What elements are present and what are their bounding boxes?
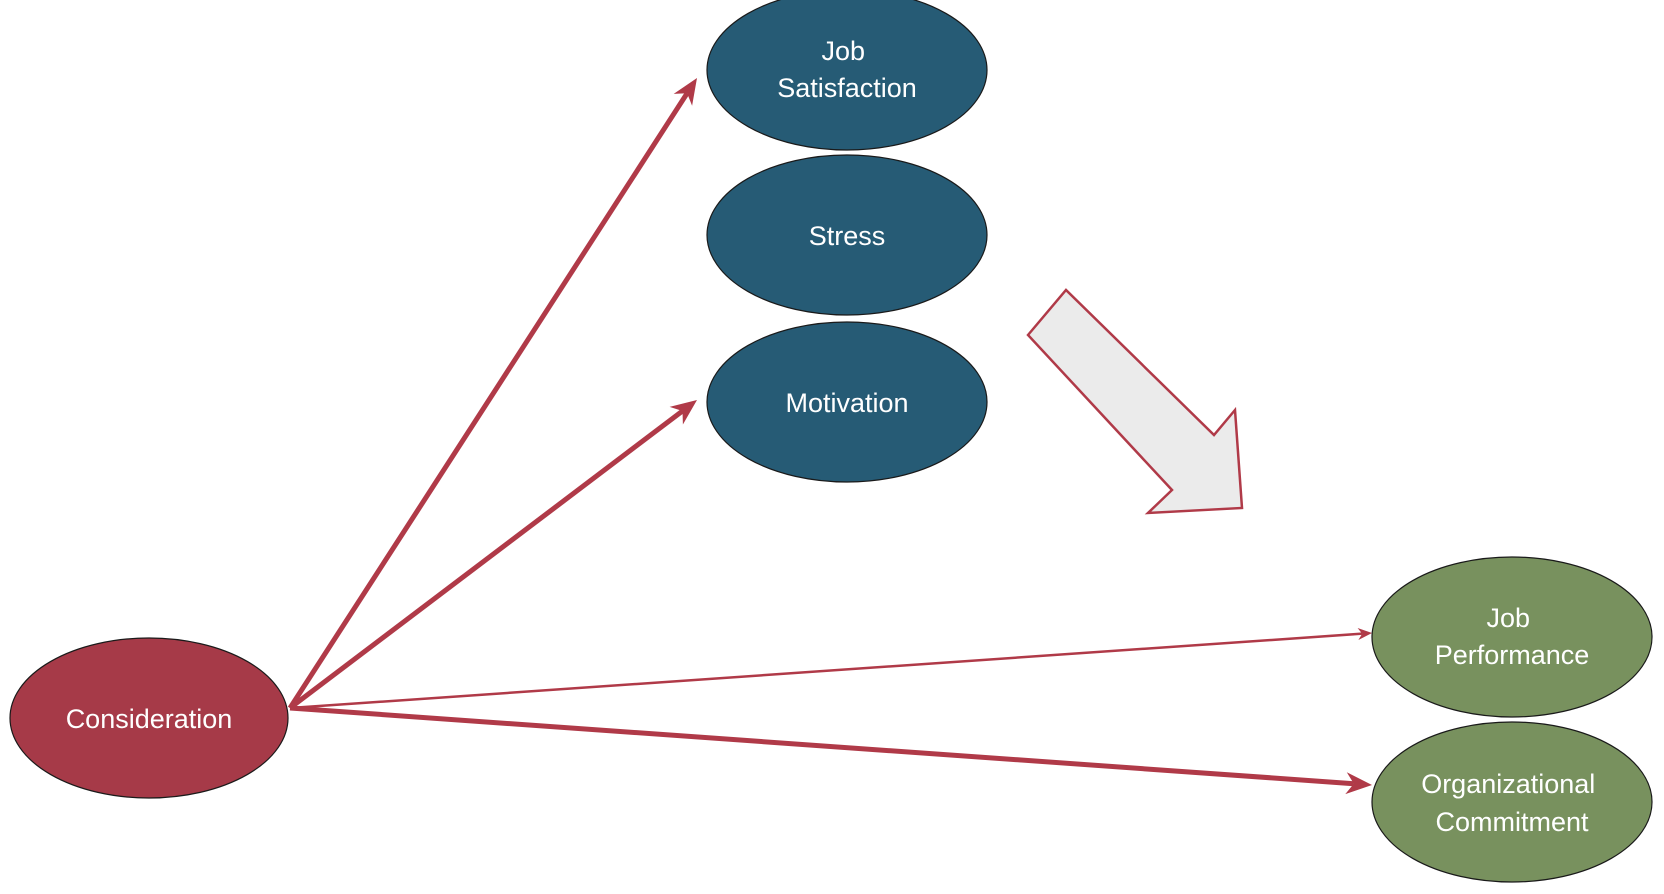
job-performance-label: Job Performance xyxy=(1435,603,1590,670)
node-organizational-commitment: Organizational Commitment xyxy=(1371,721,1653,883)
job-satisfaction-label-line-2: Satisfaction xyxy=(777,73,917,103)
stress-ellipse xyxy=(706,154,988,316)
job-performance-ellipse xyxy=(1371,556,1653,718)
node-job-performance: Job Performance xyxy=(1371,556,1653,718)
consideration-ellipse xyxy=(9,637,289,799)
edge-consideration-to-job_satisfaction xyxy=(287,91,690,710)
motivation-ellipse xyxy=(706,321,988,483)
job-satisfaction-label: Job Satisfaction xyxy=(777,36,917,103)
organizational-commitment-label-line-2: Commitment xyxy=(1435,807,1589,837)
consideration-label: Consideration xyxy=(66,704,233,734)
node-consideration: Consideration xyxy=(9,637,289,799)
organizational-commitment-label: Organizational Commitment xyxy=(1421,769,1603,837)
consideration-label-line-1: Consideration xyxy=(66,704,233,734)
edge-consideration-to-organizational_commitment xyxy=(289,705,1355,787)
stress-label: Stress xyxy=(809,221,886,251)
big-arrow-icon xyxy=(1026,288,1244,515)
job-satisfaction-label-line-1: Job xyxy=(821,36,865,66)
arrowhead-icon xyxy=(1345,772,1372,795)
arrowhead-icon xyxy=(1357,628,1372,640)
edge-consideration-to-job_performance xyxy=(289,632,1363,710)
motivation-label: Motivation xyxy=(785,388,908,418)
job-performance-label-line-2: Performance xyxy=(1435,640,1590,670)
node-motivation: Motivation xyxy=(706,321,988,483)
stress-label-line-1: Stress xyxy=(809,221,886,251)
organizational-commitment-label-line-1: Organizational xyxy=(1421,769,1595,799)
nodes-layer: Consideration Job Satisfaction Stress Mo… xyxy=(9,0,1653,883)
node-job-satisfaction: Job Satisfaction xyxy=(706,0,988,151)
motivation-label-line-1: Motivation xyxy=(785,388,908,418)
arrowhead-icon xyxy=(673,78,697,106)
edge-consideration-to-motivation xyxy=(288,408,684,710)
organizational-commitment-ellipse xyxy=(1371,721,1653,883)
node-stress: Stress xyxy=(706,154,988,316)
arrowhead-icon xyxy=(669,400,697,425)
edges-layer xyxy=(287,78,1372,795)
job-satisfaction-ellipse xyxy=(706,0,988,151)
job-performance-label-line-1: Job xyxy=(1486,603,1530,633)
